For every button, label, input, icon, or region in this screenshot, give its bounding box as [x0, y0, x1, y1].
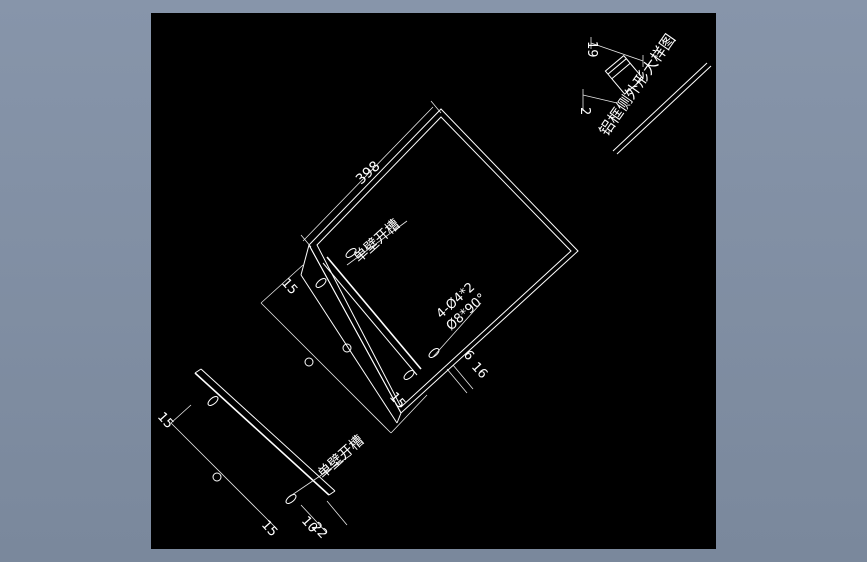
dim-19-text: 19 — [584, 41, 599, 58]
lower-strip: 15 15 10 22 单壁开槽 — [154, 368, 367, 542]
slot-label-lower: 单壁开槽 — [315, 433, 367, 482]
center-mark-1 — [304, 357, 314, 367]
main-panel — [300, 108, 579, 424]
panel-inner-edge — [316, 116, 572, 408]
hole-1 — [315, 278, 327, 288]
lower-center-mark — [212, 472, 222, 482]
title-underline-1 — [612, 62, 708, 152]
dim-lower-left: 15 — [154, 410, 176, 432]
hole-4 — [428, 348, 440, 358]
profile-detail: 19 2 铝框侧外形大样图 — [577, 31, 712, 155]
title-underline-2 — [616, 65, 712, 155]
cad-drawing-canvas: 19 2 铝框侧外形大样图 398 — [154, 31, 712, 542]
lower-hole-1 — [207, 396, 219, 406]
dim-398: 398 — [300, 100, 442, 248]
hole-spec-callout: 4-Ø4*2 Ø8*90° — [432, 280, 489, 358]
center-mark-2 — [342, 343, 352, 353]
hole-3 — [403, 370, 415, 380]
profile-outline — [604, 54, 644, 95]
dim-upper-lower: 15 — [386, 390, 408, 412]
dim-2-text: 2 — [577, 107, 592, 115]
lower-hole-2 — [285, 494, 297, 504]
hole-2 — [345, 248, 357, 258]
dim-right-b: 16 — [468, 360, 490, 382]
dim-2-line — [582, 94, 618, 104]
cad-drawing-viewport[interactable]: 19 2 铝框侧外形大样图 398 — [151, 13, 716, 549]
slot-label-upper: 单壁开槽 — [351, 217, 403, 266]
detail-title: 铝框侧外形大样图 — [596, 31, 680, 140]
dim-lower-bottom: 15 — [258, 518, 280, 540]
dim-19-line — [590, 42, 644, 62]
front-plate-edge — [300, 274, 398, 424]
dim-upper-left: 15 — [278, 276, 300, 298]
slot-callout-upper: 单壁开槽 — [346, 217, 408, 266]
